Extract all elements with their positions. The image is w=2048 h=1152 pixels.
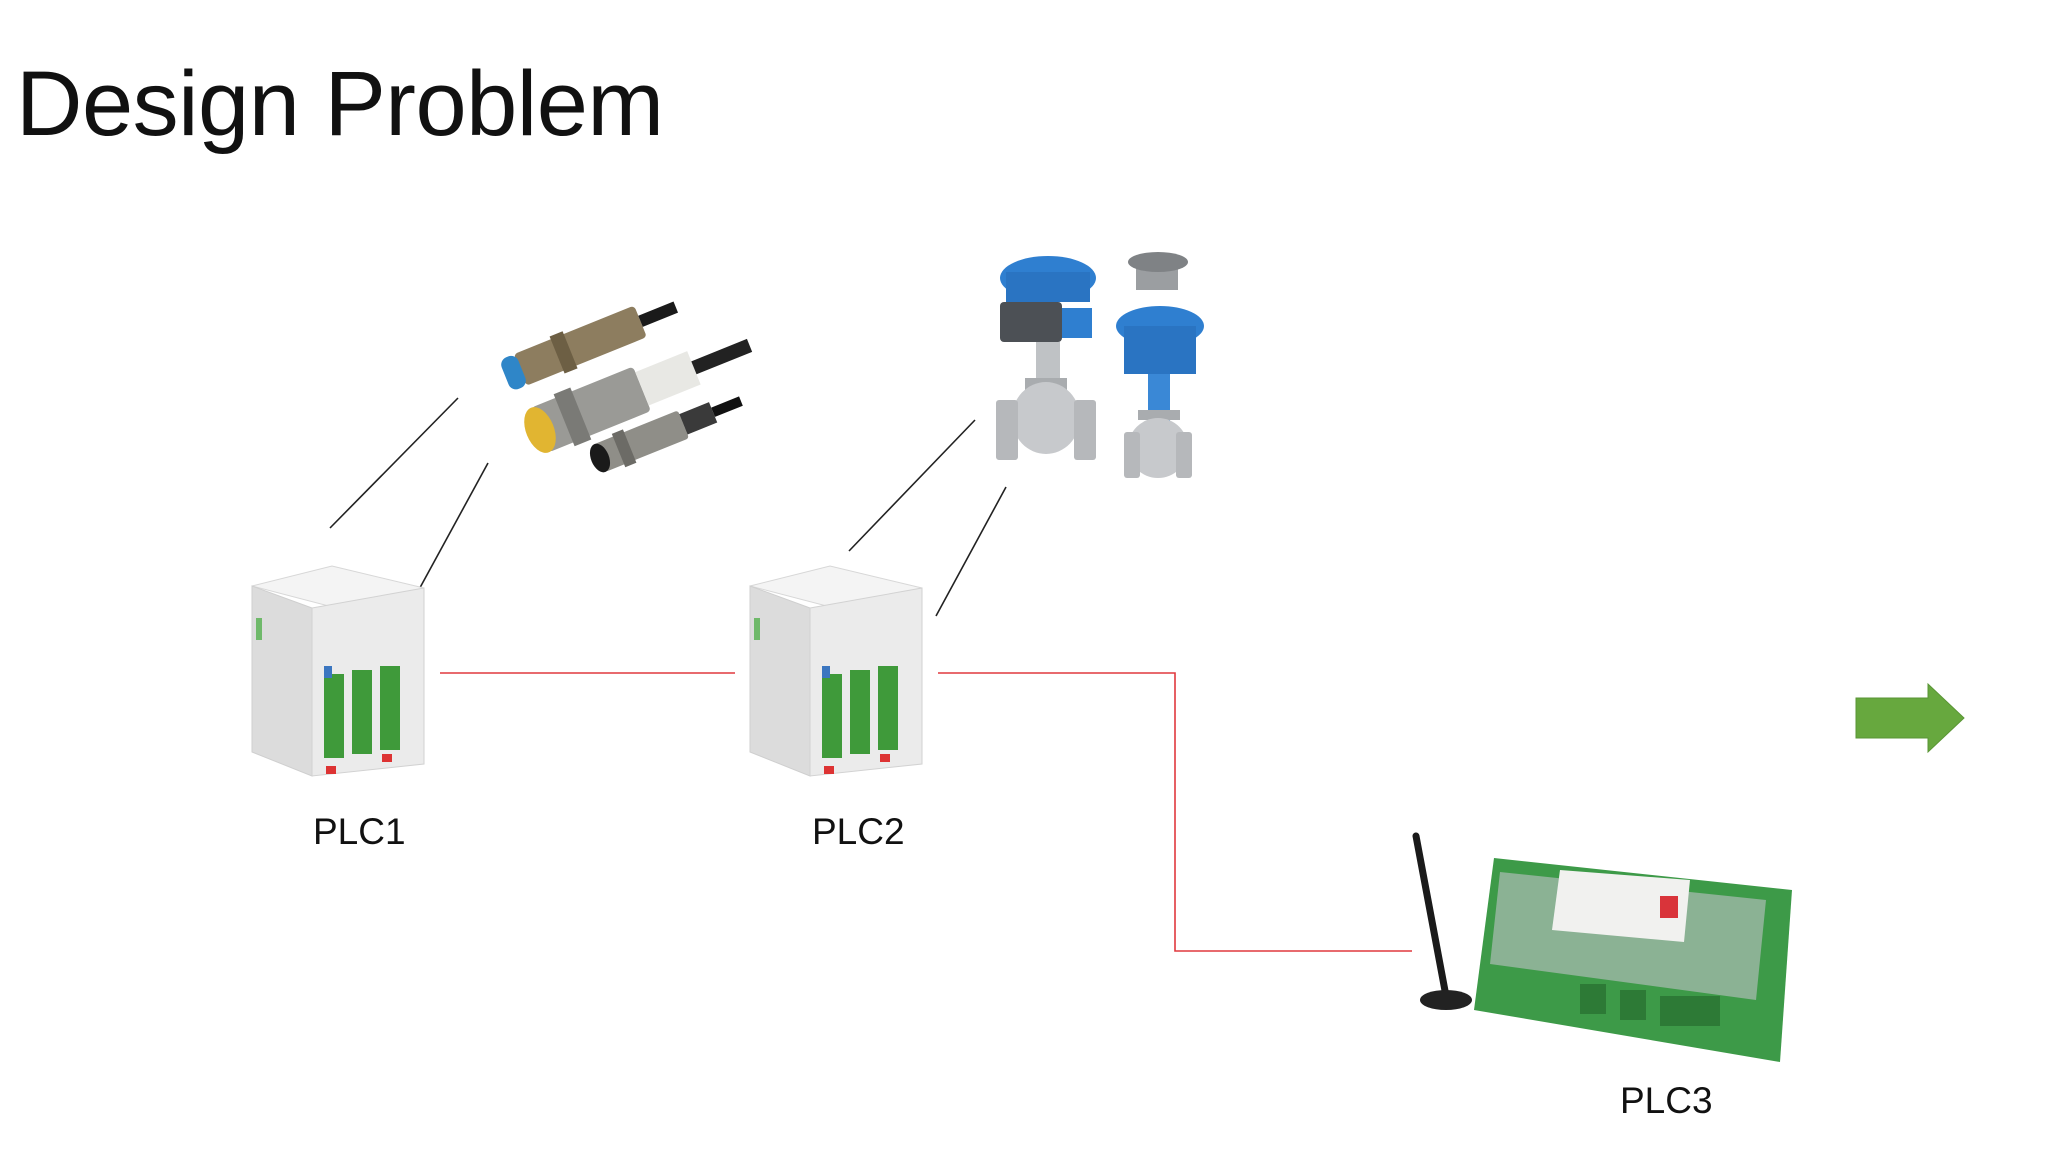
- plc2-label: PLC2: [812, 811, 905, 852]
- plc1-module-icon: [251, 565, 425, 777]
- control-valves-icon: [996, 252, 1204, 478]
- next-arrow-icon[interactable]: [1855, 682, 1965, 754]
- slide-title: Design Problem: [16, 53, 664, 155]
- plc3-label: PLC3: [1620, 1080, 1713, 1121]
- plc2-valve-line-a: [848, 419, 976, 552]
- proximity-sensors-icon: [501, 301, 753, 473]
- plc2-plc3-link: [938, 672, 1412, 952]
- plc2-module-icon: [749, 565, 923, 777]
- plc1-sensor-line-b: [415, 462, 489, 596]
- plc3-controller-icon: [1412, 832, 1792, 1062]
- plc2-valve-line-b: [935, 486, 1007, 617]
- plc1-sensor-line-a: [329, 397, 459, 529]
- plc1-label: PLC1: [313, 811, 406, 852]
